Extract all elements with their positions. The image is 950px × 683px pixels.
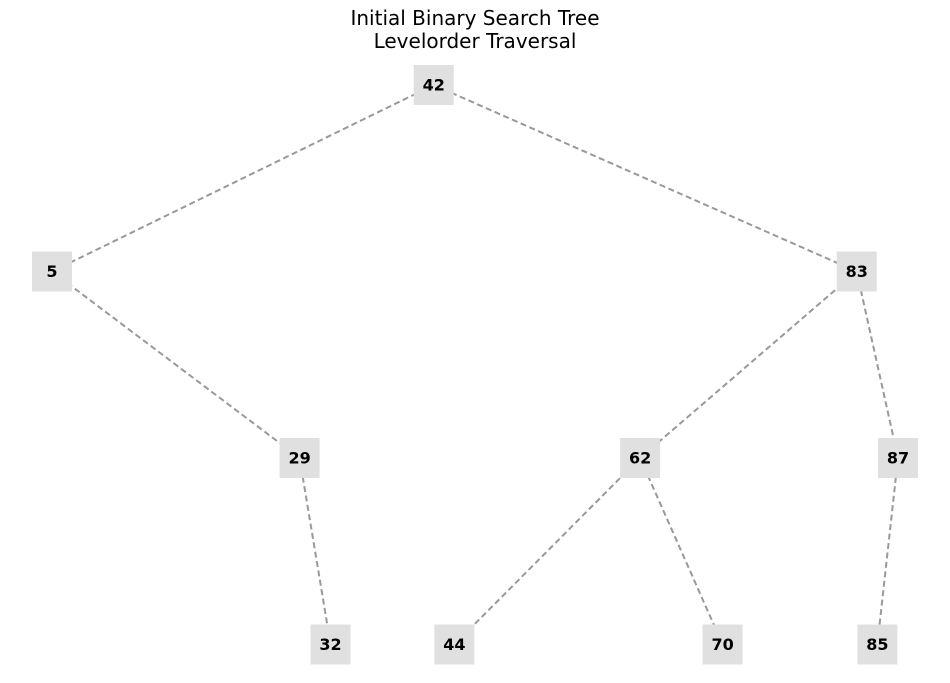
tree-node-44: 44: [434, 624, 475, 665]
diagram-title: Initial Binary Search Tree Levelorder Tr…: [0, 7, 950, 53]
title-line-1: Initial Binary Search Tree: [350, 6, 600, 30]
node-box: [310, 624, 351, 665]
tree-node-29: 29: [279, 438, 320, 478]
node-label: 42: [423, 76, 445, 95]
tree-node-42: 42: [413, 65, 454, 105]
node-box: [836, 251, 877, 292]
node-label: 87: [887, 449, 909, 468]
edge-62-44: [453, 457, 641, 646]
node-label: 70: [711, 635, 733, 654]
node-label: 5: [46, 262, 57, 281]
node-box: [857, 624, 898, 665]
tree-node-85: 85: [857, 624, 898, 665]
edge-87-85: [876, 457, 899, 645]
node-label: 44: [443, 635, 465, 654]
nodes-layer: 42 5 83 29 62 87 32 44 70 85: [32, 65, 918, 665]
title-line-2: Levelorder Traversal: [373, 29, 577, 53]
node-box: [878, 438, 918, 478]
edges-layer: [51, 84, 899, 646]
edge-42-83: [433, 84, 858, 273]
node-label: 62: [629, 449, 651, 468]
edge-29-32: [298, 457, 332, 645]
edge-62-70: [639, 457, 724, 645]
edge-83-62: [639, 270, 858, 459]
node-label: 29: [288, 449, 310, 468]
edge-42-5: [51, 84, 435, 273]
tree-node-83: 83: [836, 251, 877, 292]
edge-83-87: [855, 271, 899, 459]
node-box: [413, 65, 454, 105]
tree-node-87: 87: [878, 438, 918, 478]
tree-node-5: 5: [32, 251, 72, 292]
node-box: [620, 438, 661, 478]
node-box: [702, 624, 743, 665]
node-label: 85: [866, 635, 888, 654]
edge-5-29: [51, 270, 301, 459]
node-box: [279, 438, 320, 478]
tree-node-32: 32: [310, 624, 351, 665]
node-box: [434, 624, 475, 665]
node-label: 83: [846, 262, 868, 281]
node-label: 32: [319, 635, 341, 654]
node-box: [32, 251, 72, 292]
tree-node-70: 70: [702, 624, 743, 665]
tree-node-62: 62: [620, 438, 661, 478]
